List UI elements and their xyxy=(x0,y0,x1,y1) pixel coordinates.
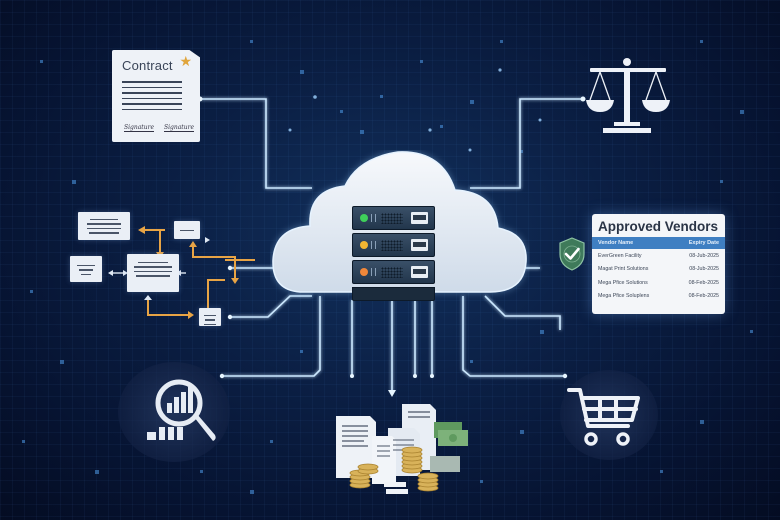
contract-document[interactable]: Contract ★ Signature Signature xyxy=(112,50,200,142)
status-led-yellow-icon xyxy=(360,241,368,249)
cart-circle xyxy=(560,370,658,460)
expiry-date: 08-Jub-2025 xyxy=(689,252,719,259)
server-rack[interactable] xyxy=(352,206,435,301)
column-header-expiry-date: Expiry Date xyxy=(688,240,719,246)
status-led-orange-icon xyxy=(360,268,368,276)
documents-coins-cash-icon[interactable] xyxy=(330,400,470,500)
scales-of-justice-icon[interactable] xyxy=(578,56,678,136)
contract-text-lines xyxy=(122,81,190,110)
status-led-green-icon xyxy=(360,214,368,222)
column-header-vendor-name: Vendor Name xyxy=(598,240,634,246)
table-row[interactable]: Mega Pfice Solutions 08-Feb-2025 xyxy=(592,276,725,290)
workflow-arrows xyxy=(108,226,255,319)
expiry-date: 08-Feb-2025 xyxy=(688,293,719,299)
table-header: Vendor Name Expiry Date xyxy=(592,237,725,249)
server-unit-1 xyxy=(352,206,435,230)
server-base xyxy=(352,287,435,301)
table-row[interactable]: Magat Print Solutions 08-Jub-2025 xyxy=(592,263,725,277)
vendor-name: Magat Print Solutions xyxy=(598,266,649,272)
shield-check-icon xyxy=(559,237,585,271)
vendor-name: Mega Pfice Solutions xyxy=(598,279,648,286)
magnifier-bar-chart-icon[interactable] xyxy=(145,375,235,455)
server-unit-2 xyxy=(352,233,435,257)
star-icon: ★ xyxy=(179,53,192,69)
signature-left: Signature xyxy=(124,124,155,132)
workflow-node-request[interactable] xyxy=(70,256,102,282)
table-row[interactable]: EverGreen Facility 08-Jub-2025 xyxy=(592,249,725,263)
workflow-node-document[interactable] xyxy=(78,212,130,240)
approved-vendors-title: Approved Vendors xyxy=(598,219,719,234)
table-row[interactable]: Mega Pfice Soluplens 08-Feb-2025 xyxy=(592,290,725,304)
server-unit-3 xyxy=(352,260,435,284)
workflow-node-approval[interactable] xyxy=(174,221,200,239)
expiry-date: 08-Feb-2025 xyxy=(688,279,719,286)
shopping-cart-icon[interactable] xyxy=(566,384,646,464)
vendor-name: EverGreen Facility xyxy=(598,252,642,259)
vendor-name: Mega Pfice Soluplens xyxy=(598,293,650,299)
contract-title: Contract xyxy=(122,58,173,73)
workflow-node-invoice[interactable] xyxy=(199,308,221,326)
workflow-node-contract[interactable] xyxy=(127,254,179,292)
expiry-date: 08-Jub-2025 xyxy=(689,266,719,272)
approved-vendors-table[interactable]: Approved Vendors Vendor Name Expiry Date… xyxy=(592,214,725,314)
signature-right: Signature xyxy=(164,124,195,132)
